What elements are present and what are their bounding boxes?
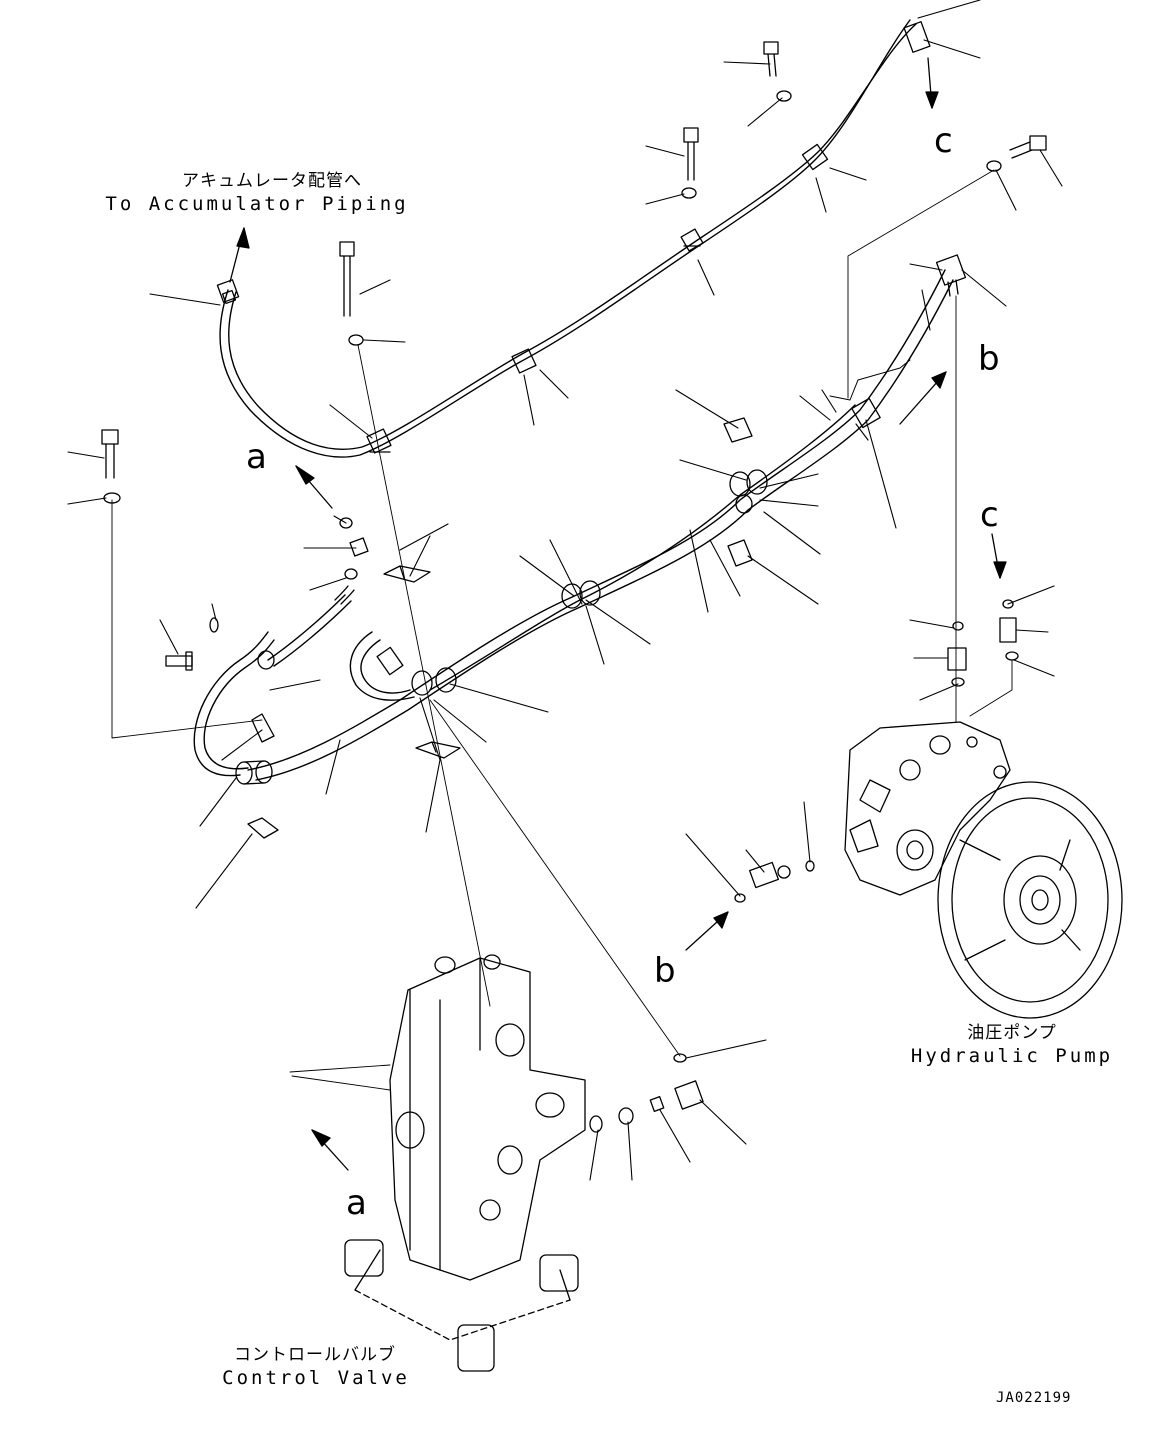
loose-fittings <box>165 517 369 671</box>
connection-mark-a: a <box>246 437 267 477</box>
leader-lines <box>67 0 1063 1181</box>
direction-arrows <box>229 57 1007 1171</box>
valve-label-en: Control Valve <box>222 1367 410 1389</box>
drawing-code: JA022199 <box>996 1390 1072 1406</box>
upper-hose-fittings <box>216 21 931 454</box>
main-hoses <box>193 269 954 781</box>
valve-fittings <box>589 1053 704 1133</box>
control-valve-drawing <box>344 954 586 1372</box>
pump-fittings <box>734 599 1019 903</box>
accumulator-label-jp: アキュムレータ配管へ <box>182 171 362 191</box>
pump-label-en: Hydraulic Pump <box>910 1045 1114 1067</box>
reference-lines <box>111 169 1013 1091</box>
connection-mark-a-valve: a <box>346 1183 367 1223</box>
accumulator-label-en: To Accumulator Piping <box>105 193 409 215</box>
connection-mark-b: b <box>978 339 1000 379</box>
connection-mark-b-pump: b <box>654 951 676 991</box>
main-hose-clamps <box>235 254 967 785</box>
valve-label-jp: コントロールバルブ <box>234 1345 396 1365</box>
bolts <box>101 41 1047 504</box>
upper-hose <box>219 19 917 458</box>
connection-mark-c: c <box>934 121 953 161</box>
brackets <box>247 417 753 839</box>
hydraulic-pump-drawing <box>844 721 1123 1019</box>
pump-label-jp: 油圧ポンプ <box>967 1023 1057 1043</box>
connection-mark-c-pump: c <box>980 495 999 535</box>
